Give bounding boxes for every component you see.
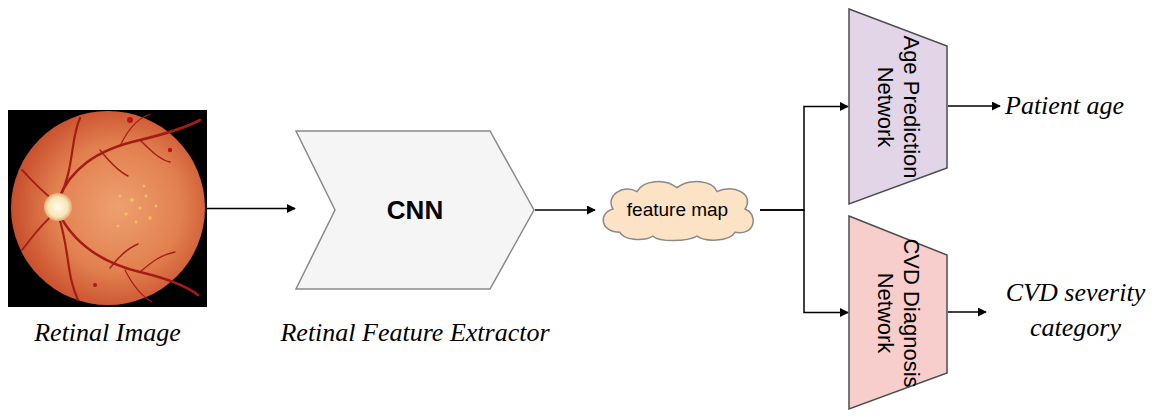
outline-shape (849, 216, 947, 409)
output-arrow (948, 105, 1000, 107)
retina-illustration (8, 110, 207, 307)
network-trapezoid: CVD Diagnosis Network (848, 215, 948, 410)
cloud-label: feature map (627, 199, 728, 221)
network-label: Age Prediction Network (872, 14, 924, 199)
haemorrhages (93, 117, 172, 287)
node-caption: Retinal Image (34, 318, 181, 348)
feature-cloud: feature map (595, 178, 760, 242)
network-trapezoid: Age Prediction Network (848, 8, 948, 205)
node-caption: Retinal Feature Extractor (280, 318, 549, 348)
outline-shape (296, 131, 534, 289)
process-title: CNN (387, 195, 443, 226)
network-label: CVD Diagnosis Network (872, 220, 924, 405)
flow-arrow (207, 208, 295, 210)
image-frame (8, 110, 207, 307)
output-label: CVD severity category (988, 275, 1163, 345)
blood-vessels (22, 114, 200, 302)
image-node: Retinal Image (8, 110, 207, 307)
output-arrow (948, 311, 986, 313)
output-label: Patient age (1005, 88, 1160, 123)
outline-shape (849, 9, 947, 204)
optic-disc (44, 193, 72, 221)
flow-arrow (535, 209, 595, 211)
flow-arrow (760, 210, 848, 313)
fundus (11, 111, 205, 305)
flow-arrow (760, 107, 848, 211)
process-chevron: CNNRetinal Feature Extractor (295, 130, 535, 290)
exudates (117, 185, 158, 228)
outline-shape (603, 181, 753, 240)
